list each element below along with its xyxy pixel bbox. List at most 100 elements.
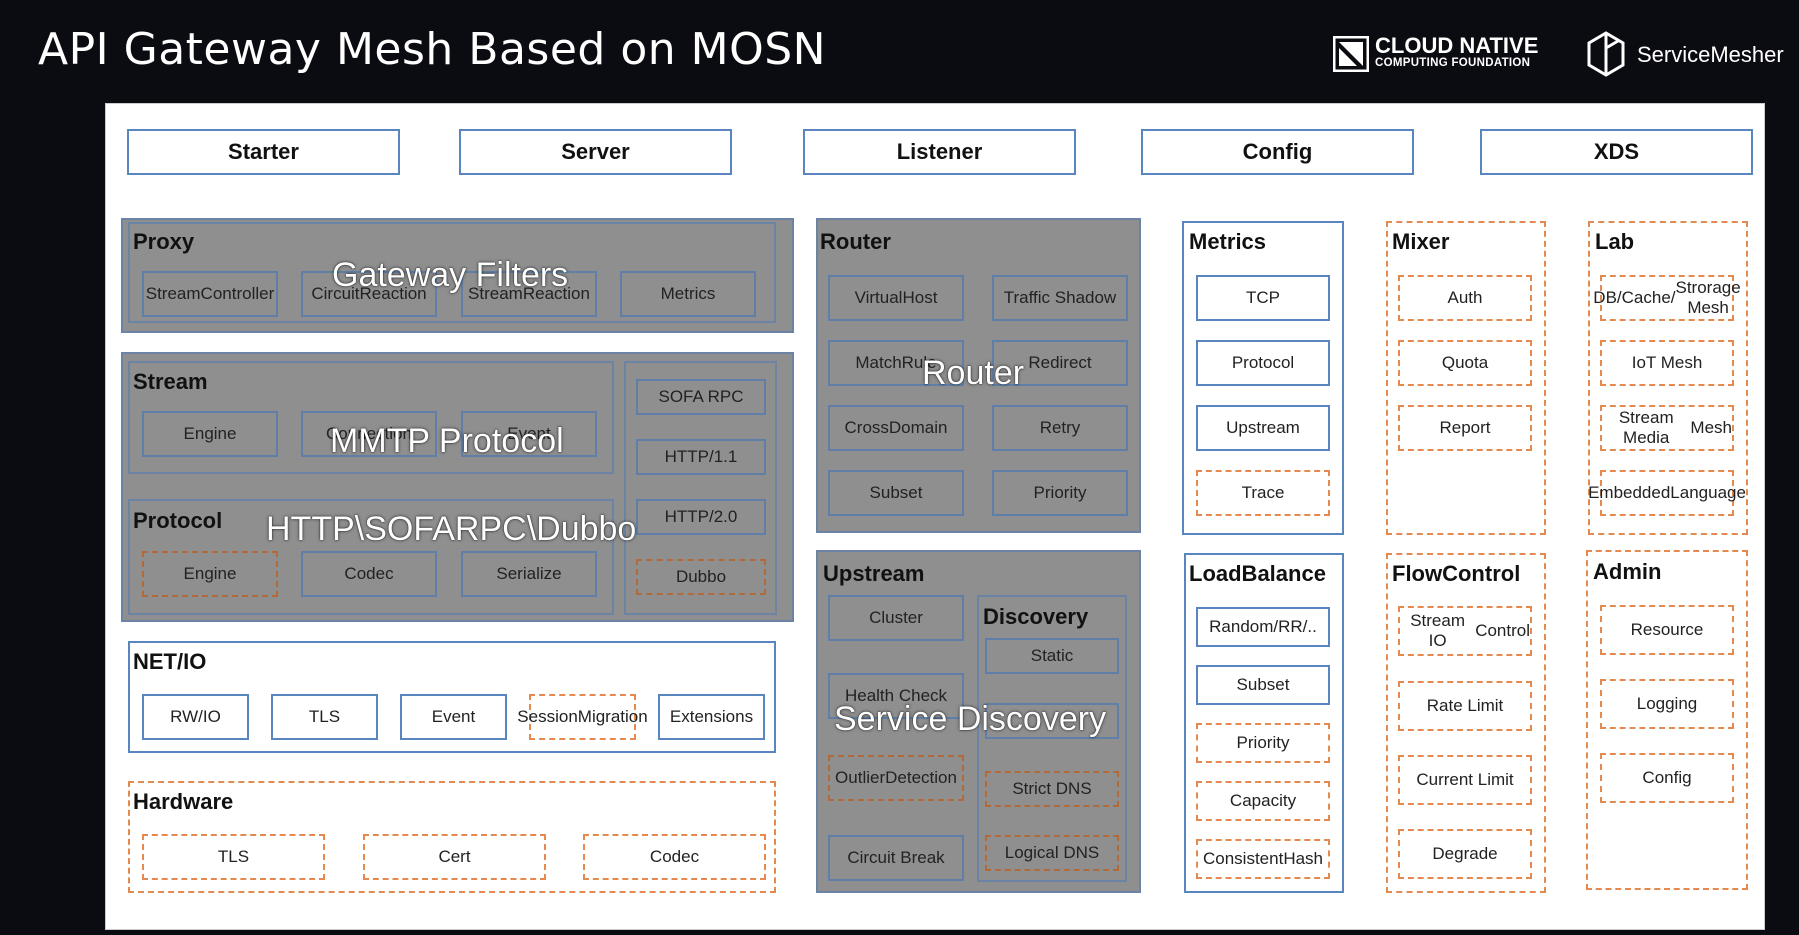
metrics-title: Metrics — [1189, 229, 1267, 254]
box-label: Session — [517, 707, 578, 726]
box-label: Circuit — [311, 284, 360, 303]
servicemesher-mark-icon — [1587, 31, 1625, 77]
box-label: Static — [1030, 646, 1074, 665]
box-label: Auth — [1447, 288, 1483, 307]
router-item-traffic-shadow: Traffic Shadow — [992, 275, 1128, 321]
lab-item-stream-media-mesh: Stream Media Mesh — [1600, 405, 1734, 451]
flowcontrol-item-rate-limit: Rate Limit — [1398, 681, 1532, 731]
mmtp-protocol-caption: MMTP Protocol — [330, 422, 564, 460]
box-label: Capacity — [1229, 791, 1297, 810]
box-label: TCP — [1246, 288, 1280, 307]
box-label: Language — [1670, 483, 1746, 502]
box-label: Cluster — [869, 608, 923, 627]
protocol-item-serialize: Serialize — [461, 551, 597, 597]
admin-title: Admin — [1593, 559, 1662, 584]
box-label: VirtualHost — [854, 288, 938, 307]
box-label: Cert — [438, 847, 471, 866]
protocol-list-item-http-1-1: HTTP/1.1 — [636, 439, 766, 475]
box-label: Dubbo — [675, 567, 727, 586]
box-label: Engine — [183, 424, 237, 443]
box-label: Subset — [1236, 675, 1290, 694]
hardware-title: Hardware — [133, 789, 234, 814]
box-label: Reaction — [359, 284, 427, 303]
box-label: Retry — [1039, 418, 1081, 437]
box-label: MatchRule — [855, 353, 937, 372]
metrics-item-trace: Trace — [1196, 470, 1330, 516]
discovery-item-static: Static — [985, 638, 1119, 674]
box-label: Control — [1475, 621, 1530, 640]
stream-title: Stream — [133, 369, 208, 394]
box-label: Outlier — [835, 768, 886, 787]
discovery-item-strict-dns: Strict DNS — [985, 771, 1119, 807]
box-label: Extensions — [669, 707, 754, 726]
router-item-retry: Retry — [992, 405, 1128, 451]
loadbalance-item-subset: Subset — [1196, 665, 1330, 705]
top-module-starter: Starter — [127, 129, 400, 175]
box-label: Event — [431, 707, 476, 726]
box-label: Health Check — [844, 686, 948, 705]
netio-item-rw-io: RW/IO — [142, 694, 249, 740]
router-item-matchrule: MatchRule — [828, 340, 964, 386]
router-item-virtualhost: VirtualHost — [828, 275, 964, 321]
top-module-xds: XDS — [1480, 129, 1753, 175]
box-label: Config — [1242, 139, 1313, 164]
box-label: Stream Media — [1618, 408, 1674, 447]
mixer-title: Mixer — [1392, 229, 1450, 254]
box-label: HTTP/1.1 — [664, 447, 738, 466]
box-label: Reaction — [522, 284, 590, 303]
upstream-item-cluster: Cluster — [828, 595, 964, 641]
box-label: Connection — [325, 424, 412, 443]
box-label: XDS — [1593, 139, 1640, 164]
box-label: Strict DNS — [1012, 779, 1092, 798]
protocol-item-codec: Codec — [301, 551, 437, 597]
box-label: CrossDomain — [844, 418, 948, 437]
box-label: SOFA RPC — [658, 387, 744, 406]
box-label: Engine — [183, 564, 237, 583]
upstream-item-circuit-break: Circuit Break — [828, 835, 964, 881]
box-label: Detection — [885, 768, 957, 787]
box-label: Stream — [145, 284, 201, 303]
box-label: Circuit Break — [847, 848, 945, 867]
hardware-item-codec: Codec — [583, 834, 766, 880]
loadbalance-item-random-rr: Random/RR/.. — [1196, 607, 1330, 647]
metrics-item-protocol: Protocol — [1196, 340, 1330, 386]
lab-title: Lab — [1595, 229, 1635, 254]
netio-item-event: Event — [400, 694, 507, 740]
flowcontrol-item-current-limit: Current Limit — [1398, 755, 1532, 805]
box-label: Random/RR/.. — [1209, 617, 1317, 636]
box-label: Mesh — [1690, 418, 1732, 437]
mixer-item-report: Report — [1398, 405, 1532, 451]
box-label: Priority — [1033, 483, 1087, 502]
box-label: Degrade — [1432, 844, 1498, 863]
protocol-list-item-sofa-rpc: SOFA RPC — [636, 379, 766, 415]
proxy-title: Proxy — [133, 229, 195, 254]
flowcontrol-title: FlowControl — [1392, 561, 1521, 586]
box-label: Codec — [344, 564, 394, 583]
router-item-crossdomain: CrossDomain — [828, 405, 964, 451]
servicemesher-logo: ServiceMesher — [1585, 30, 1785, 78]
loadbalance-item-priority: Priority — [1196, 723, 1330, 763]
box-label: Redirect — [1028, 353, 1092, 372]
top-module-server: Server — [459, 129, 732, 175]
box-label: Priority — [1236, 733, 1290, 752]
box-label: Event — [507, 424, 551, 443]
router-item-redirect: Redirect — [992, 340, 1128, 386]
box-label: DB/Cache/ — [1593, 288, 1676, 307]
box-label: TLS — [217, 847, 250, 866]
box-label: Metrics — [660, 284, 716, 303]
loadbalance-item-capacity: Capacity — [1196, 781, 1330, 821]
hardware-item-tls: TLS — [142, 834, 325, 880]
stream-item-engine: Engine — [142, 411, 278, 457]
admin-item-resource: Resource — [1600, 605, 1734, 655]
router-title: Router — [820, 229, 891, 254]
netio-title: NET/IO — [133, 649, 207, 674]
box-label: Current Limit — [1416, 770, 1514, 789]
box-label: Rate Limit — [1426, 696, 1504, 715]
